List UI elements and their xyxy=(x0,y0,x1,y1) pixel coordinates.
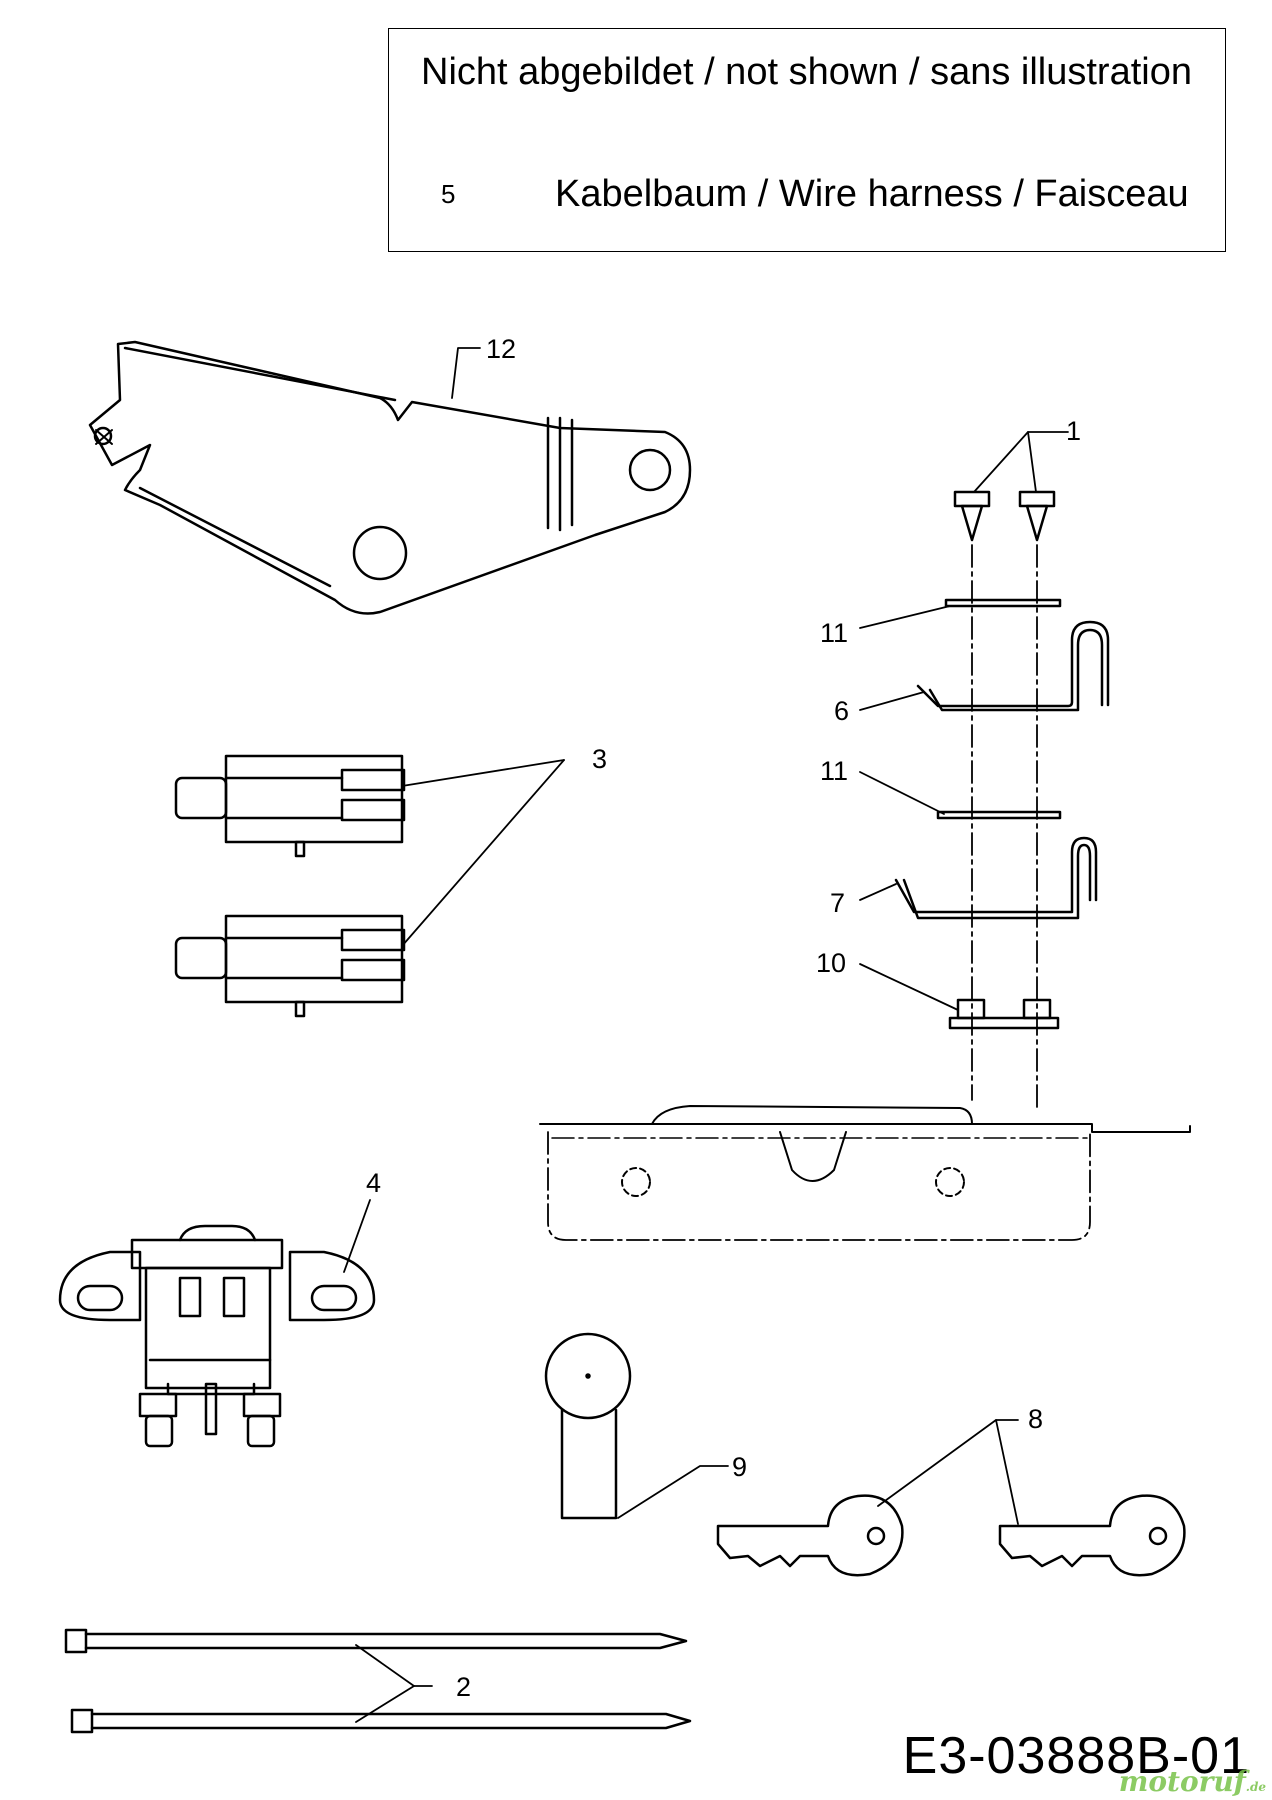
callout-10: 10 xyxy=(816,948,846,978)
housing-bracket xyxy=(539,1105,1191,1241)
part-1-bolts xyxy=(953,490,1056,542)
callout-7: 7 xyxy=(830,888,845,918)
callout-9: 9 xyxy=(732,1452,747,1482)
callout-12: 12 xyxy=(486,334,516,364)
part-8-key-right xyxy=(998,1494,1186,1577)
part-10-plate xyxy=(948,998,1060,1030)
part-3-switch-top xyxy=(174,754,406,858)
watermark-suffix: .de xyxy=(1245,1780,1266,1794)
watermark-logo: motoruf.de xyxy=(1119,1765,1266,1798)
leader-lines xyxy=(343,347,1069,1723)
part-12-bracket xyxy=(88,340,692,615)
not-shown-heading: Nicht abgebildet / not shown / sans illu… xyxy=(421,51,1192,93)
watermark-text: motoruf xyxy=(1118,1765,1246,1798)
part-3-switch-bottom xyxy=(174,914,406,1018)
not-shown-item-text: Kabelbaum / Wire harness / Faisceau xyxy=(555,173,1189,215)
assembly-centerlines xyxy=(971,544,1038,1111)
part-6-lever xyxy=(916,620,1110,712)
part-11-washers xyxy=(936,598,1062,820)
part-7-lever xyxy=(894,836,1098,920)
callout-4: 4 xyxy=(366,1168,381,1198)
not-shown-note-box: Nicht abgebildet / not shown / sans illu… xyxy=(388,28,1226,252)
callout-11-bottom: 11 xyxy=(820,756,848,786)
callout-2: 2 xyxy=(456,1672,471,1702)
callout-1: 1 xyxy=(1066,416,1081,446)
callout-11-top: 11 xyxy=(820,618,848,648)
callout-8: 8 xyxy=(1028,1404,1043,1434)
part-2-cable-ties xyxy=(64,1628,692,1734)
part-4-ignition-switch xyxy=(58,1224,376,1448)
part-8-key-left xyxy=(716,1494,904,1577)
part-9-key-tag xyxy=(544,1332,632,1520)
callout-6: 6 xyxy=(834,696,849,726)
not-shown-item-number: 5 xyxy=(441,179,456,209)
callout-3: 3 xyxy=(592,744,607,774)
drawing-code: E3-03888B-01 xyxy=(902,1727,1250,1785)
